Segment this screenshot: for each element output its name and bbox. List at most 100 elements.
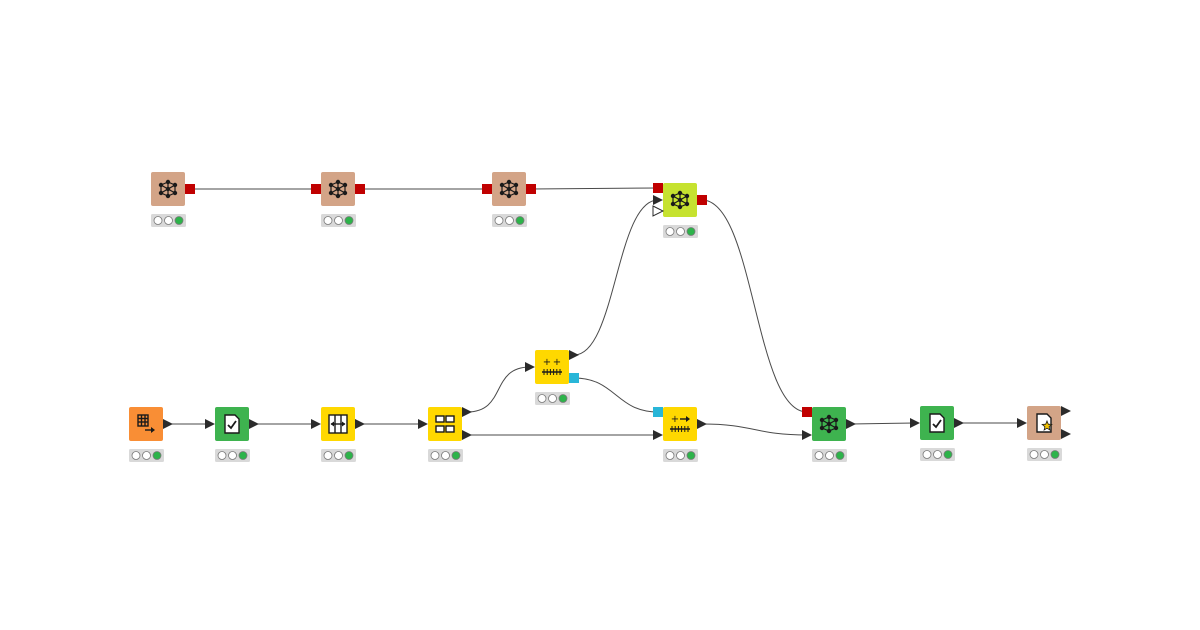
n8-out-port-0[interactable]: [462, 407, 472, 417]
status-light-off: [334, 216, 343, 225]
connection-n3-n4[interactable]: [530, 187, 659, 190]
connection-n9-n10[interactable]: [573, 377, 659, 413]
svg-text:+: +: [543, 357, 551, 368]
node-status-indicator: [492, 214, 527, 227]
column-filter-node[interactable]: [311, 407, 365, 462]
status-light-green: [152, 451, 162, 460]
node-status-indicator: [663, 449, 698, 462]
keras-layer-node-1[interactable]: [151, 172, 195, 227]
connection-n10-n11[interactable]: [701, 423, 808, 436]
keras-executor-node[interactable]: [802, 407, 856, 462]
n2-out-port-0[interactable]: [355, 184, 365, 194]
svg-text:+: +: [553, 357, 561, 368]
status-light-off: [430, 451, 440, 460]
normalizer-apply-icon: +: [670, 414, 690, 432]
n13-out-port-0[interactable]: [1061, 406, 1071, 416]
status-light-off: [933, 450, 942, 459]
status-light-off: [825, 451, 834, 460]
n7-out-port-0[interactable]: [355, 419, 365, 429]
node-status-indicator: [920, 448, 955, 461]
n8-out-port-1[interactable]: [462, 430, 472, 440]
node-status-indicator: [151, 214, 186, 227]
partitioning-node[interactable]: [418, 407, 472, 462]
connection-n11-n12[interactable]: [850, 422, 916, 425]
n2-in-port-0[interactable]: [311, 184, 321, 194]
node-status-indicator: [129, 449, 164, 462]
n10-out-port-0[interactable]: [697, 419, 707, 429]
network-icon: [499, 179, 519, 199]
status-light-off: [131, 451, 141, 460]
status-light-green: [451, 451, 461, 460]
status-light-off: [665, 227, 675, 236]
n9-out-port-0[interactable]: [569, 350, 579, 360]
n3-out-port-0[interactable]: [526, 184, 536, 194]
connections-layer: [168, 187, 1022, 436]
n7-in-port-0[interactable]: [311, 419, 321, 429]
node-body[interactable]: [663, 407, 697, 441]
status-light-off: [494, 216, 504, 225]
n3-in-port-0[interactable]: [482, 184, 492, 194]
status-light-off: [676, 451, 685, 460]
status-light-off: [142, 451, 151, 460]
n4-in-port-2[interactable]: [652, 205, 665, 217]
normalizer-node[interactable]: ++: [525, 350, 579, 405]
status-light-off: [228, 451, 237, 460]
table-reader-node[interactable]: [129, 407, 173, 462]
document-check-icon: [929, 413, 945, 433]
n10-in-port-1[interactable]: [653, 430, 663, 440]
partition-grid-icon: [435, 415, 455, 433]
connection-n9-n4[interactable]: [573, 199, 659, 356]
keras-learner-node[interactable]: [652, 183, 707, 238]
node-body[interactable]: [129, 407, 163, 441]
status-light-off: [548, 394, 557, 403]
n11-in-port-0[interactable]: [802, 407, 812, 417]
keras-layer-node-2[interactable]: [311, 172, 365, 227]
n11-in-port-1[interactable]: [802, 430, 812, 440]
node-status-indicator: [321, 449, 356, 462]
status-light-off: [922, 450, 932, 459]
node-body[interactable]: [428, 407, 462, 441]
status-light-green: [238, 451, 248, 460]
scorer-node[interactable]: [1017, 406, 1071, 461]
n12-in-port-0[interactable]: [910, 418, 920, 428]
keras-layer-node-3[interactable]: [482, 172, 536, 227]
n4-out-port-0[interactable]: [697, 195, 707, 205]
n9-in-port-0[interactable]: [525, 362, 535, 372]
node-status-indicator: [535, 392, 570, 405]
n6-in-port-0[interactable]: [205, 419, 215, 429]
n13-in-port-0[interactable]: [1017, 418, 1027, 428]
validator-node-1[interactable]: [205, 407, 259, 462]
network-icon: [819, 414, 839, 434]
connection-n8-n9[interactable]: [466, 366, 531, 413]
document-star-icon: [1036, 413, 1053, 433]
connection-n4-n11[interactable]: [701, 199, 808, 413]
status-light-off: [1029, 450, 1039, 459]
n1-out-port-0[interactable]: [185, 184, 195, 194]
status-light-green: [1050, 450, 1060, 459]
n12-out-port-0[interactable]: [954, 418, 964, 428]
node-status-indicator: [1027, 448, 1062, 461]
n13-out-port-1[interactable]: [1061, 429, 1071, 439]
status-light-green: [686, 227, 696, 236]
node-status-indicator: [321, 214, 356, 227]
status-light-off: [665, 451, 675, 460]
status-light-off: [441, 451, 450, 460]
node-status-indicator: [428, 449, 463, 462]
n4-in-port-0[interactable]: [653, 183, 663, 193]
n4-in-port-1[interactable]: [653, 195, 663, 205]
n5-out-port-0[interactable]: [163, 419, 173, 429]
validator-node-2[interactable]: [910, 406, 964, 461]
status-light-off: [505, 216, 514, 225]
node-body[interactable]: [535, 350, 569, 384]
n10-in-port-0[interactable]: [653, 407, 663, 417]
n11-out-port-0[interactable]: [846, 419, 856, 429]
svg-text:+: +: [671, 414, 679, 425]
n8-in-port-0[interactable]: [418, 419, 428, 429]
status-light-green: [686, 451, 696, 460]
node-status-indicator: [663, 225, 698, 238]
n6-out-port-0[interactable]: [249, 419, 259, 429]
n9-out-port-1[interactable]: [569, 373, 579, 383]
status-light-green: [515, 216, 525, 225]
normalizer-apply-node[interactable]: +: [653, 407, 707, 462]
